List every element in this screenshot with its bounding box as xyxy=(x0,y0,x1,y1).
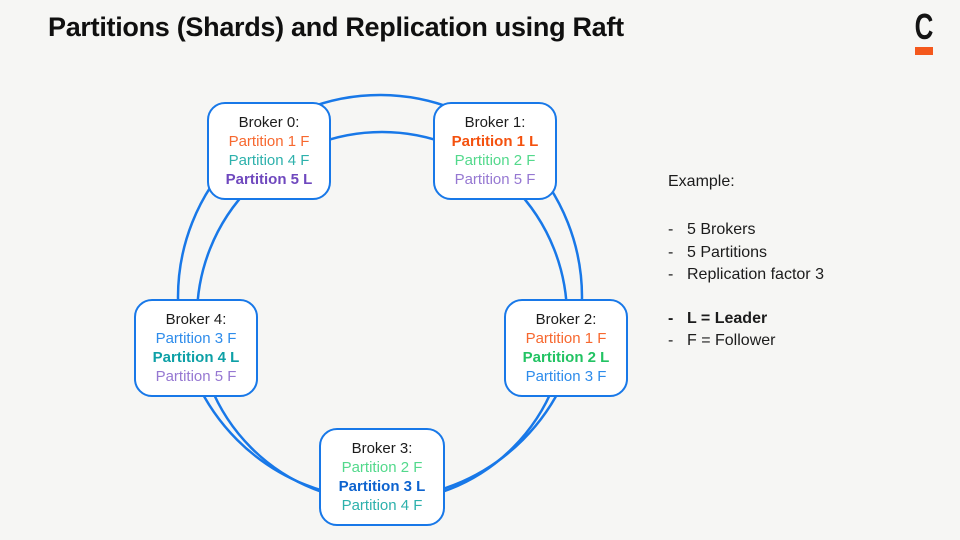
partition-entry: Partition 1 F xyxy=(228,133,310,150)
partition-entry: Partition 5 F xyxy=(454,171,536,188)
logo-underline-bar xyxy=(915,47,933,56)
partition-entry: Partition 3 F xyxy=(525,368,607,385)
bullet-group: -L = Leader-F = Follower xyxy=(668,308,824,353)
brand-logo: C xyxy=(908,6,940,56)
partition-entry: Partition 4 L xyxy=(152,349,240,366)
partition-entry: Partition 3 F xyxy=(155,330,237,347)
bullet-group: -5 Brokers-5 Partitions-Replication fact… xyxy=(668,219,824,287)
example-heading: Example: xyxy=(668,173,735,190)
broker-title: Broker 2: xyxy=(535,311,597,328)
partition-entry: Partition 1 F xyxy=(525,330,607,347)
broker-title: Broker 1: xyxy=(464,114,526,131)
partition-entry: Partition 4 F xyxy=(341,497,423,514)
bullet-text: L = Leader xyxy=(687,309,768,327)
partition-list: Partition 1 F Partition 4 F Partition 5 L xyxy=(226,132,313,189)
partition-entry: Partition 5 L xyxy=(225,171,313,188)
partition-list: Partition 3 F Partition 4 L Partition 5 F xyxy=(153,329,240,386)
partition-entry: Partition 3 L xyxy=(338,478,426,495)
example-bullet: -L = Leader xyxy=(668,308,824,331)
partition-entry: Partition 2 F xyxy=(454,152,536,169)
example-bullet-list: -5 Brokers-5 Partitions-Replication fact… xyxy=(668,219,824,353)
bullet-dash: - xyxy=(668,243,674,261)
bullet-dash: - xyxy=(668,266,674,283)
broker-title: Broker 4: xyxy=(165,311,227,328)
example-bullet: -Replication factor 3 xyxy=(668,264,824,287)
logo-letter: C xyxy=(914,6,934,47)
bullet-dash: - xyxy=(668,221,674,238)
partition-entry: Partition 2 L xyxy=(522,349,610,366)
partition-entry: Partition 1 L xyxy=(451,133,539,150)
partition-list: Partition 1 F Partition 2 L Partition 3 F xyxy=(523,329,610,386)
example-panel: Example: -5 Brokers-5 Partitions-Replica… xyxy=(668,172,824,353)
partition-list: Partition 1 L Partition 2 F Partition 5 F xyxy=(452,132,539,189)
slide-title: Partitions (Shards) and Replication usin… xyxy=(48,12,624,42)
bullet-text: F = Follower xyxy=(687,332,776,349)
broker-title: Broker 0: xyxy=(238,114,300,131)
partition-list: Partition 2 F Partition 3 L Partition 4 F xyxy=(339,458,426,515)
bullet-text: 5 Brokers xyxy=(687,221,756,238)
partition-entry: Partition 4 F xyxy=(228,152,310,169)
example-bullet: -F = Follower xyxy=(668,330,824,353)
bullet-text: 5 Partitions xyxy=(687,243,768,261)
partition-entry: Partition 2 F xyxy=(341,459,423,476)
bullet-dash: - xyxy=(668,332,674,349)
broker-title: Broker 3: xyxy=(351,440,413,457)
example-bullet: -5 Brokers xyxy=(668,219,824,242)
partition-entry: Partition 5 F xyxy=(155,368,237,385)
bullet-dash: - xyxy=(668,309,674,327)
example-bullet: -5 Partitions xyxy=(668,242,824,265)
bullet-text: Replication factor 3 xyxy=(687,266,824,283)
